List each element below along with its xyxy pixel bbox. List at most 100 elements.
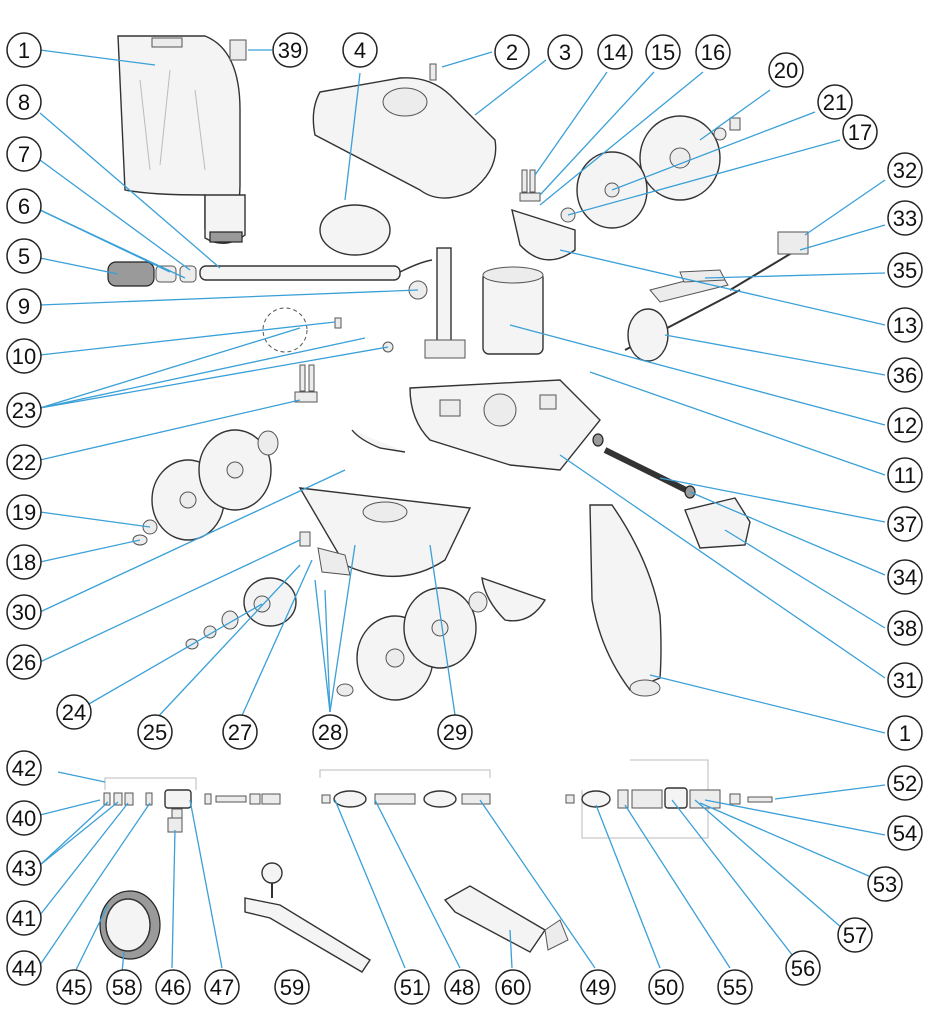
callout-34: 34: [887, 559, 923, 595]
callout-number: 36: [893, 363, 917, 388]
callout-circle: [817, 84, 853, 120]
callout-circle: [6, 136, 42, 172]
callout-circle: [887, 252, 923, 288]
callout-number: 46: [161, 975, 185, 1000]
leader-33: [799, 224, 886, 251]
leader-3: [474, 59, 547, 116]
leader-53: [699, 802, 886, 884]
callout-2: 2: [494, 34, 530, 70]
leader-1-top: [39, 49, 156, 66]
callout-circle: [837, 917, 873, 953]
callout-number: 50: [654, 975, 678, 1000]
leader-24: [74, 603, 263, 713]
callout-circle: [6, 238, 42, 274]
callout-number: 53: [873, 872, 897, 897]
leader-2: [441, 51, 493, 68]
callout-27: 27: [222, 714, 258, 750]
leader-51: [334, 799, 406, 969]
callout-59: 59: [274, 969, 310, 1005]
callout-number: 12: [893, 413, 917, 438]
chassis: [409, 379, 601, 471]
leader-50: [595, 804, 661, 969]
callout-circle: [6, 288, 42, 324]
callout-30: 30: [6, 594, 42, 630]
callout-number: 11: [894, 463, 917, 488]
callout-16: 16: [695, 34, 731, 70]
callout-circle: [444, 969, 480, 1005]
callout-circle: [437, 714, 473, 750]
callout-circle: [887, 200, 923, 236]
callout-31: 31: [887, 662, 923, 698]
callout-number: 52: [893, 771, 917, 796]
callout-number: 22: [12, 450, 36, 475]
callout-number: 7: [18, 142, 30, 167]
callout-circle: [6, 444, 42, 480]
leader-10: [39, 321, 336, 356]
leader-7: [39, 159, 191, 271]
callout-circle: [6, 644, 42, 680]
callout-number: 39: [278, 38, 302, 63]
callout-number: 25: [143, 720, 167, 745]
callout-54: 54: [887, 815, 923, 851]
callout-circle: [645, 34, 681, 70]
leader-14: [534, 71, 608, 176]
leader-4: [344, 72, 361, 201]
leader-19: [39, 511, 151, 528]
callout-circle: [6, 544, 42, 580]
screws-14-16: [519, 169, 541, 202]
callout-circle: [887, 506, 923, 542]
leader-20: [699, 89, 771, 141]
turbine-wheel: [624, 289, 741, 362]
callout-22: 22: [6, 444, 42, 480]
callout-60: 60: [495, 969, 531, 1005]
leader-27: [239, 559, 313, 721]
leader-8: [39, 112, 221, 269]
leader-28a: [314, 579, 331, 713]
gear-train: [185, 531, 351, 650]
tool-60: [443, 885, 569, 953]
callout-circle: [6, 188, 42, 224]
callout-circle: [785, 950, 821, 986]
leader-55: [624, 804, 731, 969]
callout-number: 60: [501, 975, 525, 1000]
callout-33: 33: [887, 200, 923, 236]
callout-circle: [155, 969, 191, 1005]
callout-number: 55: [723, 975, 747, 1000]
callout-7: 7: [6, 136, 42, 172]
callout-8: 8: [6, 84, 42, 120]
callout-number: 34: [893, 565, 917, 590]
callout-number: 1: [18, 38, 30, 63]
callout-number: 42: [12, 756, 36, 781]
leader-58: [121, 951, 125, 973]
callout-number: 1: [899, 721, 911, 746]
mast: [424, 247, 466, 359]
callout-45: 45: [56, 969, 92, 1005]
callout-number: 5: [18, 244, 30, 269]
callout-circle: [6, 800, 42, 836]
callout-40: 40: [6, 800, 42, 836]
wheel-left-front: [198, 429, 279, 511]
callout-number: 17: [848, 120, 872, 145]
leader-48: [374, 799, 461, 969]
callout-number: 21: [823, 90, 847, 115]
leader-46: [171, 829, 176, 969]
callout-26: 26: [6, 644, 42, 680]
callout-58: 58: [106, 969, 142, 1005]
callout-number: 47: [210, 975, 234, 1000]
callout-39: 39: [272, 32, 308, 68]
callout-38: 38: [887, 610, 923, 646]
callout-number: 13: [893, 313, 917, 338]
callout-number: 35: [893, 258, 917, 283]
callout-23: 23: [6, 392, 42, 428]
callout-18: 18: [6, 544, 42, 580]
callout-circle: [867, 866, 903, 902]
callout-circle: [768, 52, 804, 88]
leader-35: [704, 272, 886, 279]
callout-circle: [887, 765, 923, 801]
turbine-housing: [482, 266, 544, 355]
callout-5: 5: [6, 238, 42, 274]
leader-41: [39, 802, 129, 916]
axle-assembly: [649, 231, 809, 303]
callout-47: 47: [204, 969, 240, 1005]
